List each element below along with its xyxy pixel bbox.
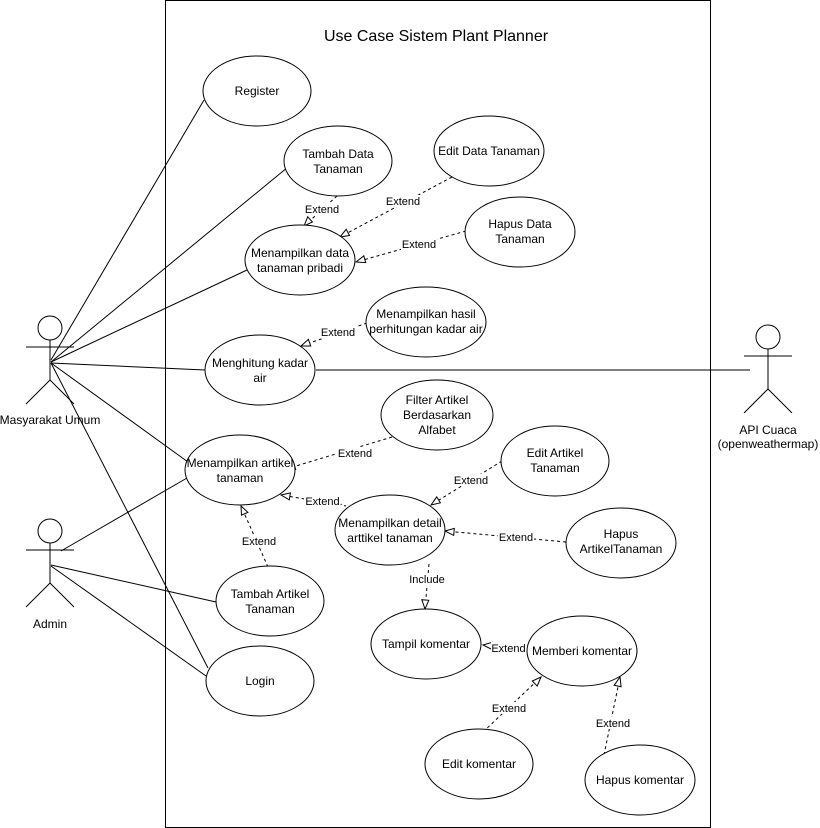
use-case-label: Edit komentar <box>442 757 516 771</box>
extend-label: Extend <box>596 718 630 730</box>
use-case-memberi-komentar[interactable]: Memberi komentar <box>526 615 638 687</box>
use-case-edit-data-tanaman[interactable]: Edit Data Tanaman <box>433 115 545 187</box>
dep-hapus-komentar-to-beri <box>603 676 621 756</box>
arrowhead <box>421 599 430 611</box>
extend-label: Extend <box>402 239 436 251</box>
assoc-masyarakat-login <box>50 362 209 669</box>
arrowhead <box>531 676 542 687</box>
extend-label: Extend <box>321 327 355 339</box>
arrowhead <box>338 228 351 238</box>
extend-label: Extend <box>454 475 488 487</box>
extend-label: Extend <box>492 703 526 715</box>
stick-figure-icon <box>25 315 75 405</box>
arrowhead <box>429 495 442 506</box>
extend-label: Extend. <box>305 496 342 508</box>
use-case-label: Memberi komentar <box>532 644 632 658</box>
arrowhead <box>443 527 455 537</box>
assoc-masyarakat-tampil-data <box>50 269 248 363</box>
arrowhead <box>613 675 622 688</box>
assoc-masyarakat-register <box>50 99 205 361</box>
use-case-tampil-komentar[interactable]: Tampil komentar <box>370 608 482 680</box>
use-case-label: Login <box>245 674 274 688</box>
actor-label: API Cuaca(openweathermap) <box>718 423 819 451</box>
relation-labels: Extend Extend Extend Extend Extend Exten… <box>241 195 631 730</box>
actor-masyarakat-umum[interactable]: Masyarakat Umum <box>0 315 100 427</box>
assoc-admin-login <box>50 565 207 677</box>
use-case-label: Edit Data Tanaman <box>438 144 540 158</box>
extend-label: Extend. <box>491 643 528 655</box>
diagram-title: Use Case Sistem Plant Planner <box>324 28 549 45</box>
stick-figure-icon <box>25 518 75 608</box>
extend-label: Extend <box>242 536 276 548</box>
use-case-edit-komentar[interactable]: Edit komentar <box>424 728 534 800</box>
extend-label: Extend <box>305 204 339 216</box>
stick-figure-icon <box>743 324 793 414</box>
assoc-masyarakat-tambah-data <box>50 166 289 363</box>
extend-label: Extend <box>386 196 420 208</box>
assoc-masyarakat-tampil-artikel <box>50 362 189 463</box>
use-case-label: Hapus komentar <box>596 773 684 787</box>
use-case-hapus-komentar[interactable]: Hapus komentar <box>584 744 696 816</box>
dep-tambah-artikel-to-tampil-artikel <box>240 505 269 568</box>
assoc-admin-tambah-artikel <box>50 564 217 603</box>
dep-edit-artikel-to-detail <box>430 460 503 506</box>
use-case-label: Register <box>235 84 280 98</box>
extend-label: Extend <box>499 532 533 544</box>
use-case-login[interactable]: Login <box>205 645 315 717</box>
actor-admin[interactable]: Admin <box>25 518 75 631</box>
arrowhead <box>354 255 367 264</box>
actor-label: Masyarakat Umum <box>0 413 100 427</box>
actor-api-cuaca[interactable]: API Cuaca(openweathermap) <box>718 324 819 451</box>
arrowhead <box>279 492 292 501</box>
associations <box>50 99 750 677</box>
arrowhead <box>299 338 312 347</box>
use-case-register[interactable]: Register <box>202 55 312 127</box>
arrowhead <box>303 215 314 228</box>
extend-label: Extend <box>338 448 372 460</box>
assoc-admin-tampil-artikel <box>60 477 188 552</box>
arrowhead <box>240 504 249 516</box>
actor-label: Admin <box>33 617 67 631</box>
include-label: Include <box>409 574 444 586</box>
use-case-label: Tampil komentar <box>382 637 470 651</box>
dep-hapus-to-tampil <box>355 230 467 263</box>
dep-edit-komentar-to-beri <box>482 676 542 733</box>
assoc-masyarakat-hitung <box>50 362 206 371</box>
